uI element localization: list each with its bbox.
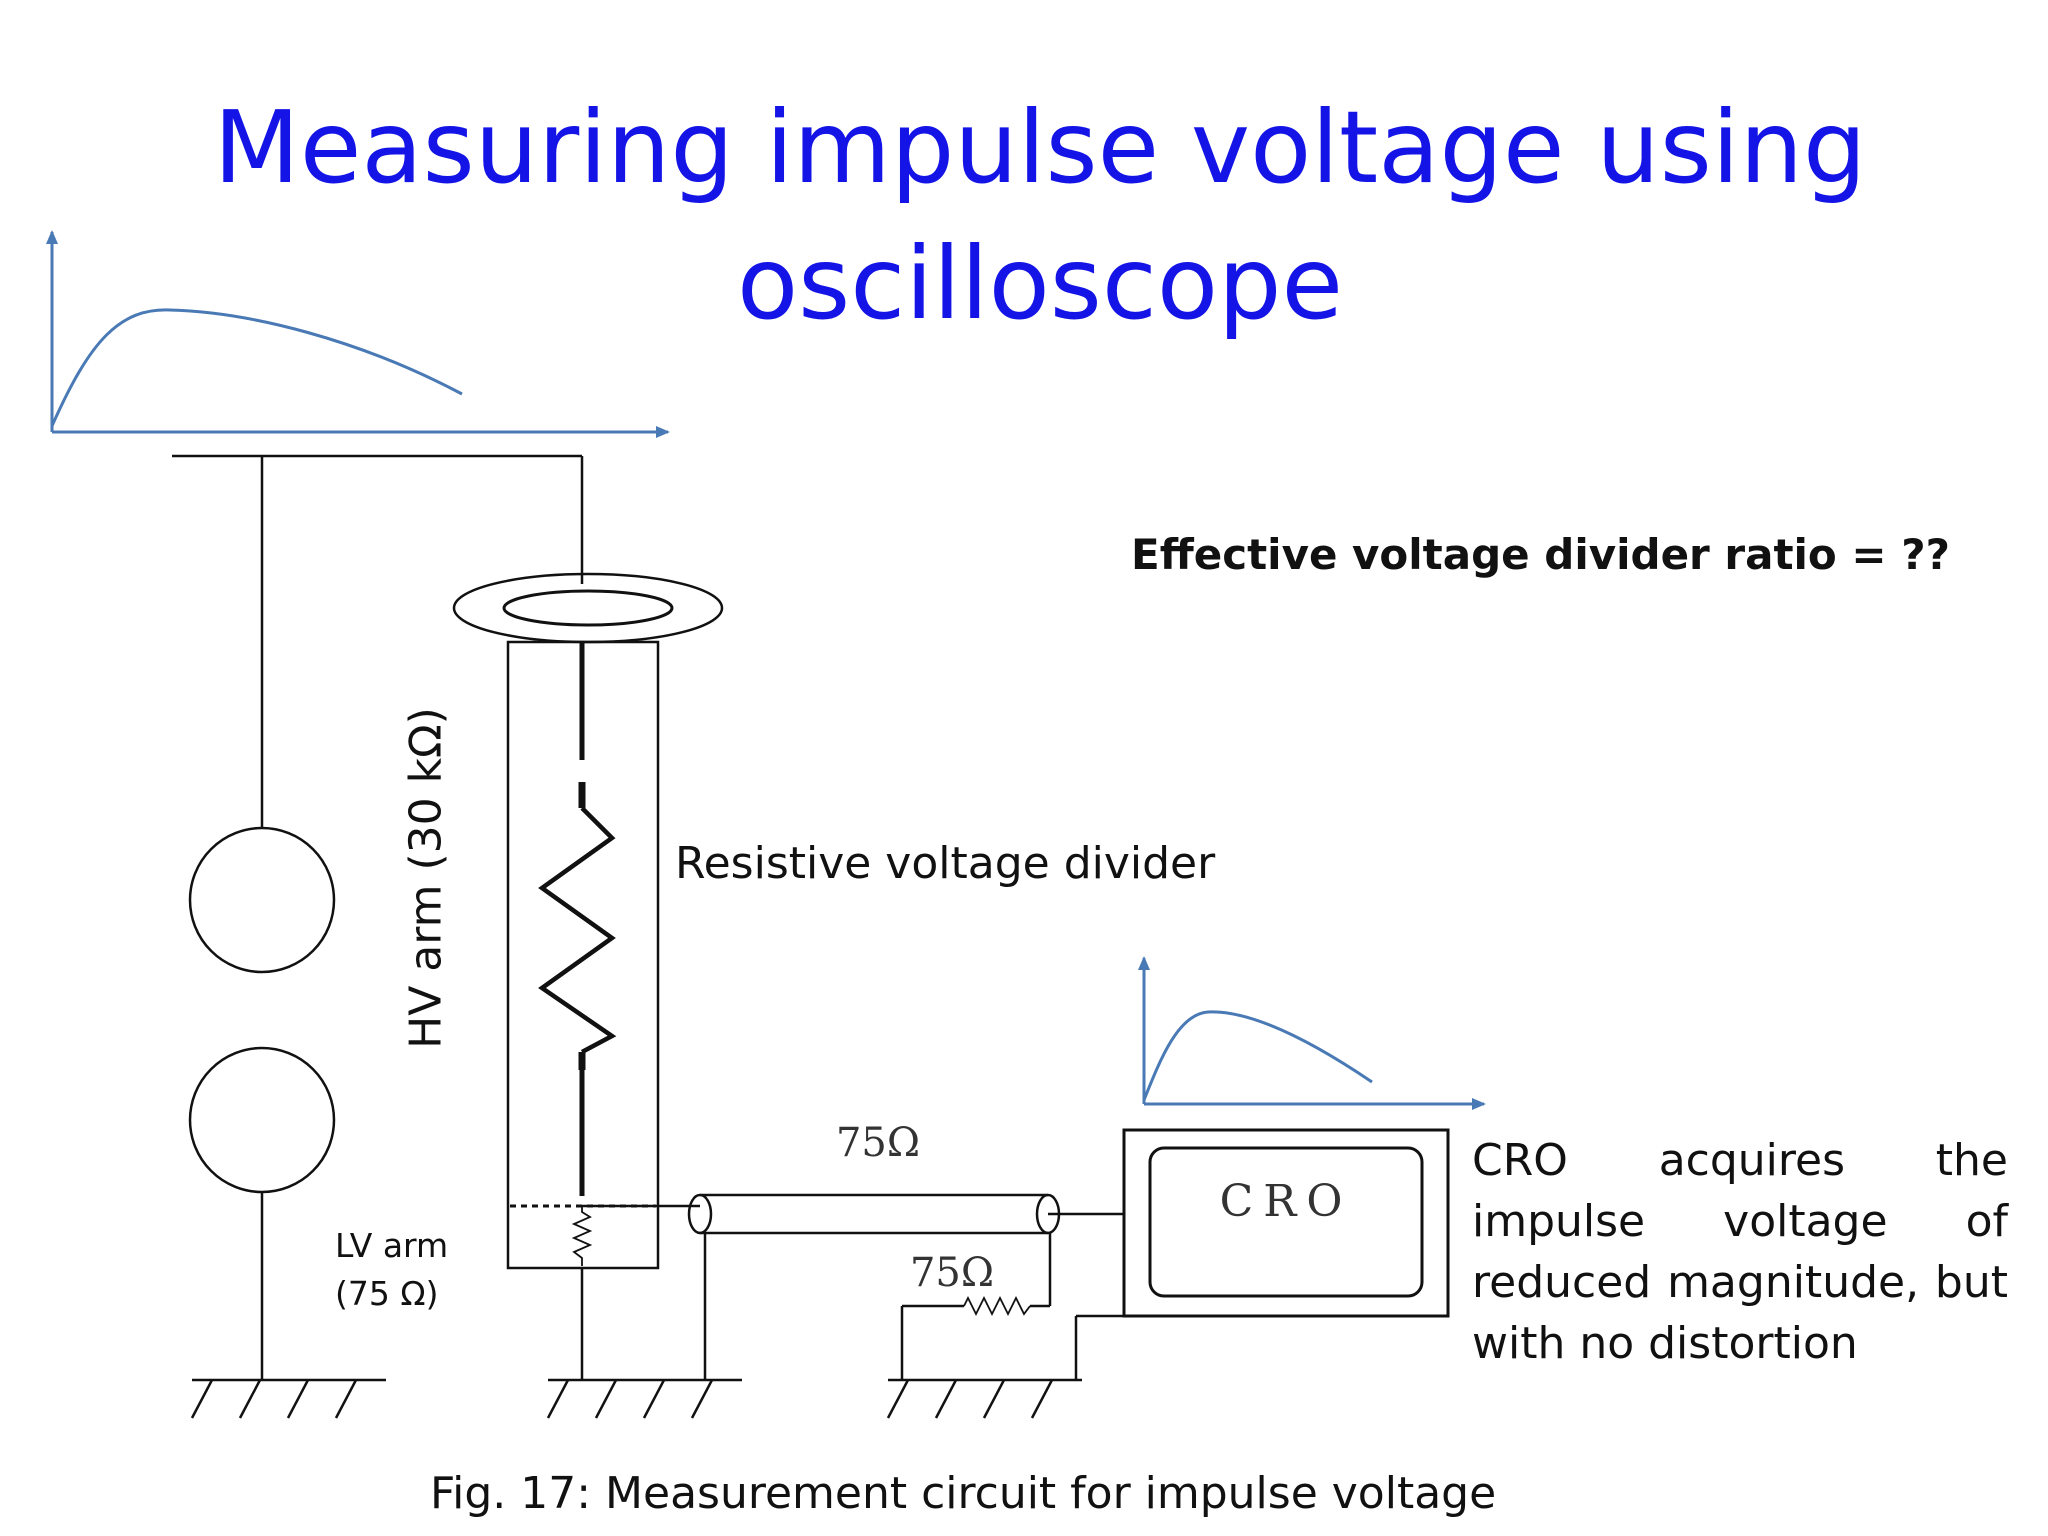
slide-title: Measuring impulse voltage using oscillos… xyxy=(0,80,2048,352)
termination-impedance-label: 75Ω xyxy=(910,1250,994,1296)
title-line-2: oscilloscope xyxy=(736,225,1344,342)
hv-resistor-icon xyxy=(538,642,617,1196)
cro-description: CRO acquires the impulse voltage of redu… xyxy=(1472,1135,2008,1369)
lv-arm-label-line-2: (75 Ω) xyxy=(335,1274,439,1313)
ground-symbol-icon xyxy=(546,1378,742,1419)
output-waveform-curve xyxy=(1142,1010,1373,1101)
output-waveform-icon xyxy=(1138,956,1486,1110)
cro-box xyxy=(1122,1128,1450,1318)
lv-arm-label: LV arm (75 Ω) xyxy=(335,1222,448,1318)
lv-resistor-icon xyxy=(571,1206,593,1266)
cable-impedance-label: 75Ω xyxy=(836,1120,920,1166)
title-line-1: Measuring impulse voltage using xyxy=(213,89,1867,206)
ground-symbol-icon xyxy=(190,1378,386,1419)
cro-label: CRO xyxy=(1220,1176,1353,1227)
lower-sphere xyxy=(188,1046,336,1194)
input-waveform-curve xyxy=(50,308,463,427)
ground-symbol-icon xyxy=(886,1378,1082,1419)
divider-ratio-question: Effective voltage divider ratio = ?? xyxy=(1131,530,1950,579)
cro-screen xyxy=(1148,1146,1424,1298)
coaxial-cable-icon xyxy=(687,1193,1061,1235)
figure-caption: Fig. 17: Measurement circuit for impulse… xyxy=(430,1468,1497,1519)
sphere-gap-icon xyxy=(188,826,336,1194)
divider-label: Resistive voltage divider xyxy=(675,838,1216,889)
termination-resistor-icon xyxy=(963,1295,1031,1317)
lv-arm-label-line-1: LV arm xyxy=(335,1226,449,1265)
upper-sphere xyxy=(188,826,336,974)
input-waveform-icon xyxy=(46,230,670,438)
hv-arm-label: HV arm (30 kΩ) xyxy=(400,707,452,1049)
corona-ring-icon xyxy=(452,572,724,644)
